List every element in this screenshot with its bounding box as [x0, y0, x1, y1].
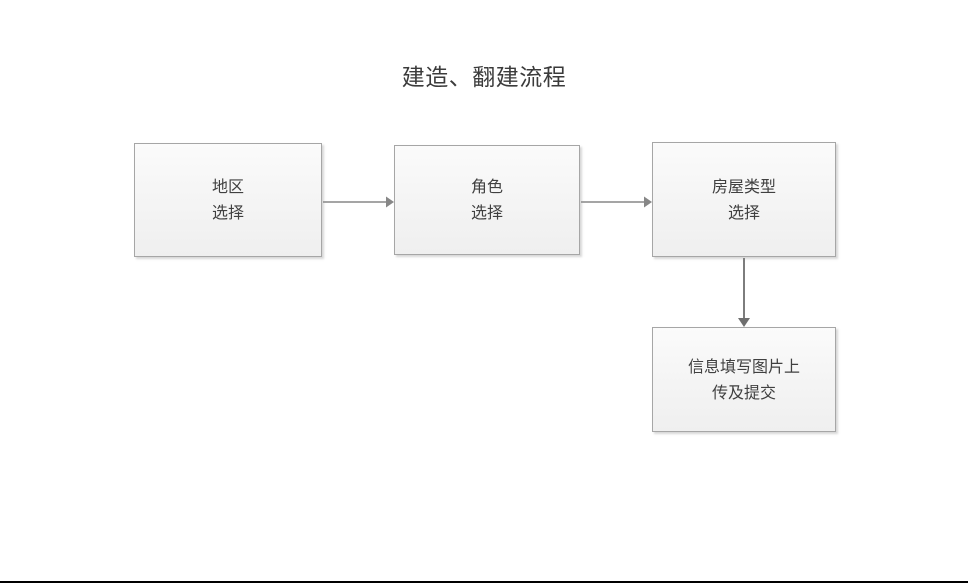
diagram-title: 建造、翻建流程	[401, 65, 567, 91]
process-node-house-type-selection-label: 房屋类型 选择	[711, 176, 776, 222]
connector-housetype-to-submit	[738, 258, 750, 327]
connector-role-to-housetype	[581, 196, 652, 208]
process-node-area-selection-label: 地区 选择	[211, 177, 244, 222]
process-node-area-selection[interactable]: 地区 选择	[134, 143, 322, 257]
connector-area-to-role	[323, 196, 394, 208]
process-node-house-type-selection[interactable]: 房屋类型 选择	[652, 142, 836, 257]
process-node-role-selection[interactable]: 角色 选择	[394, 145, 580, 255]
process-node-info-upload-submit-label: 信息填写图片上 传及提交	[687, 356, 800, 402]
process-node-info-upload-submit[interactable]: 信息填写图片上 传及提交	[652, 327, 836, 432]
process-node-role-selection-label: 角色 选择	[470, 177, 503, 222]
